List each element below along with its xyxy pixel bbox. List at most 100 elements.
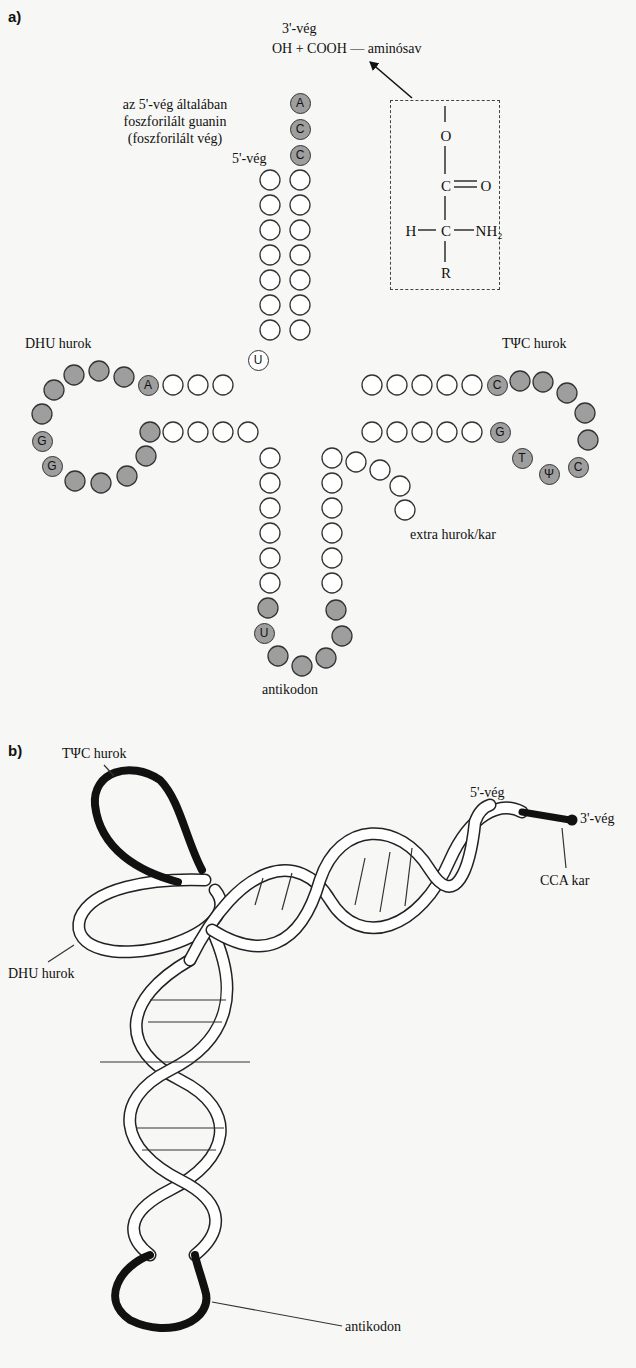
nucleotide-bead (260, 220, 280, 240)
base-letter: U (254, 354, 263, 366)
base-letter: C (296, 149, 305, 161)
nucleotide-bead (387, 375, 407, 395)
nucleotide-bead (136, 446, 156, 466)
end-label: 3'-vég (580, 810, 614, 827)
nucleotide-bead (260, 498, 280, 518)
nucleotide-bead (290, 295, 310, 315)
nucleotide-circle: C (487, 375, 508, 396)
nucleotide-circle: G (490, 422, 511, 443)
nucleotide-bead (290, 270, 310, 290)
nucleotide-beads (32, 170, 598, 676)
nucleotide-bead (322, 573, 342, 593)
atom-symbol: O (441, 128, 452, 145)
nucleotide-bead (260, 245, 280, 265)
loop-label: TΨC hurok (62, 745, 126, 762)
note-text: az 5'-vég általában foszforilált guanin … (100, 96, 250, 147)
atom-symbol: C (441, 223, 451, 240)
nucleotide-bead (260, 448, 280, 468)
base-letter: A (144, 379, 152, 391)
nucleotide-bead (64, 365, 84, 385)
base-letter: U (260, 627, 269, 639)
loop-label: antikodon (345, 1318, 401, 1335)
nucleotide-circle: Ψ (539, 464, 560, 485)
nucleotide-bead (390, 476, 410, 496)
nucleotide-bead (575, 403, 595, 423)
nucleotide-circle: U (254, 623, 275, 644)
nucleotide-bead (322, 448, 342, 468)
nucleotide-bead (260, 548, 280, 568)
nucleotide-bead (260, 170, 280, 190)
base-letter: A (296, 97, 304, 109)
nucleotide-bead (362, 375, 382, 395)
nucleotide-bead (387, 422, 407, 442)
nucleotide-bead (260, 320, 280, 340)
nucleotide-bead (89, 361, 109, 381)
atom-symbol: O (481, 178, 492, 195)
nucleotide-bead (114, 367, 134, 387)
panel-letter: a) (8, 8, 21, 25)
nucleotide-bead (322, 548, 342, 568)
nucleotide-bead (370, 460, 390, 480)
nucleotide-bead (290, 220, 310, 240)
nucleotide-bead (91, 473, 111, 493)
nucleotide-bead (322, 498, 342, 518)
leader-lines (48, 765, 566, 1326)
nucleotide-bead (395, 500, 415, 520)
end-label: 5'-vég (232, 150, 266, 167)
nucleotide-bead (290, 195, 310, 215)
nucleotide-bead (163, 375, 183, 395)
nucleotide-bead (260, 295, 280, 315)
nucleotide-bead (346, 452, 366, 472)
atom-symbol: NH₂ (476, 223, 503, 240)
nucleotide-bead (260, 195, 280, 215)
nucleotide-bead (578, 430, 598, 450)
nucleotide-bead (290, 320, 310, 340)
atom-symbol: H (406, 223, 417, 240)
nucleotide-bead (188, 422, 208, 442)
nucleotide-bead (163, 422, 183, 442)
nucleotide-bead (322, 473, 342, 493)
base-letter: G (37, 435, 46, 447)
nucleotide-bead (316, 648, 336, 668)
nucleotide-bead (292, 656, 312, 676)
end-label: 5'-vég (470, 784, 504, 801)
loop-label: extra hurok/kar (410, 526, 496, 543)
nucleotide-bead (65, 471, 85, 491)
nucleotide-bead (238, 422, 258, 442)
nucleotide-bead (260, 270, 280, 290)
nucleotide-bead (326, 600, 346, 620)
nucleotide-bead (260, 523, 280, 543)
loop-label: TΨC hurok (502, 335, 566, 352)
nucleotide-circle: A (138, 375, 159, 396)
nucleotide-circle: C (290, 119, 311, 140)
nucleotide-bead (462, 375, 482, 395)
nucleotide-bead (290, 245, 310, 265)
nucleotide-bead (213, 375, 233, 395)
nucleotide-bead (362, 422, 382, 442)
nucleotide-bead (188, 375, 208, 395)
base-letter: T (518, 452, 525, 464)
reaction-label: OH + COOH — aminósav (272, 40, 421, 57)
nucleotide-bead (258, 598, 278, 618)
nucleotide-bead (412, 375, 432, 395)
nucleotide-bead (260, 473, 280, 493)
nucleotide-bead (437, 422, 457, 442)
nucleotide-bead (260, 573, 280, 593)
nucleotide-bead (140, 422, 160, 442)
loop-label: DHU hurok (8, 965, 75, 982)
loop-label: antikodon (262, 681, 318, 698)
nucleotide-circle: A (290, 93, 311, 114)
base-letter: G (47, 460, 56, 472)
nucleotide-circle: G (32, 431, 53, 452)
nucleotide-bead (462, 422, 482, 442)
chemical-bonds (418, 106, 477, 262)
arm-label: CCA kar (540, 872, 589, 889)
nucleotide-circle: T (512, 448, 533, 469)
nucleotide-bead (510, 371, 530, 391)
nucleotide-bead (332, 626, 352, 646)
nucleotide-bead (290, 170, 310, 190)
atom-symbol: C (441, 178, 451, 195)
nucleotide-circle: U (248, 350, 269, 371)
amino-acid-box: OCOHCNH₂R (390, 100, 500, 290)
